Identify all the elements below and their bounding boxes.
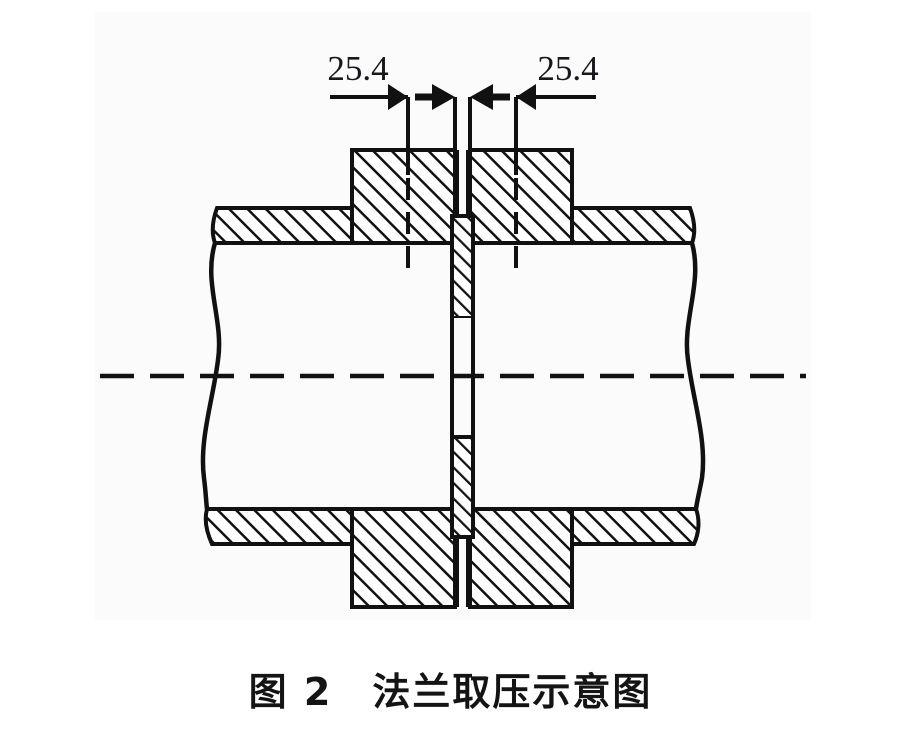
dimension-upstream xyxy=(330,84,457,175)
figure-caption: 图 2 法兰取压示意图 xyxy=(0,636,901,741)
pipe-break-line-left xyxy=(200,240,222,512)
flange-downstream-upper xyxy=(468,148,574,245)
pipe-wall-lower-right xyxy=(570,507,701,546)
orifice-plate-stem-lower xyxy=(455,535,470,607)
dimension-downstream xyxy=(468,84,596,175)
arrowhead-left xyxy=(470,84,493,110)
dimension-label-downstream: 25.4 xyxy=(537,49,598,88)
flange-downstream-lower xyxy=(468,507,574,609)
orifice-plate-upper xyxy=(450,214,475,320)
dimension-label-upstream: 25.4 xyxy=(327,49,388,88)
arrowhead-left xyxy=(388,84,408,110)
flange-upstream-upper xyxy=(350,148,457,245)
arrowhead-right xyxy=(432,84,455,110)
figure-caption-text: 图 2 法兰取压示意图 xyxy=(248,670,653,714)
arrowhead-right xyxy=(516,84,536,110)
pipe-break-line-right xyxy=(684,240,706,512)
flange-upstream-lower xyxy=(350,507,457,609)
pipe-wall-lower-left xyxy=(203,507,354,546)
technical-drawing: 25.4 25.4 xyxy=(100,49,806,609)
orifice-plate-lower xyxy=(450,435,475,539)
flange-tapping-svg: 25.4 25.4 xyxy=(100,49,806,609)
pipe-wall-upper-right xyxy=(570,206,697,245)
pipe-wall-upper-left xyxy=(210,206,354,245)
